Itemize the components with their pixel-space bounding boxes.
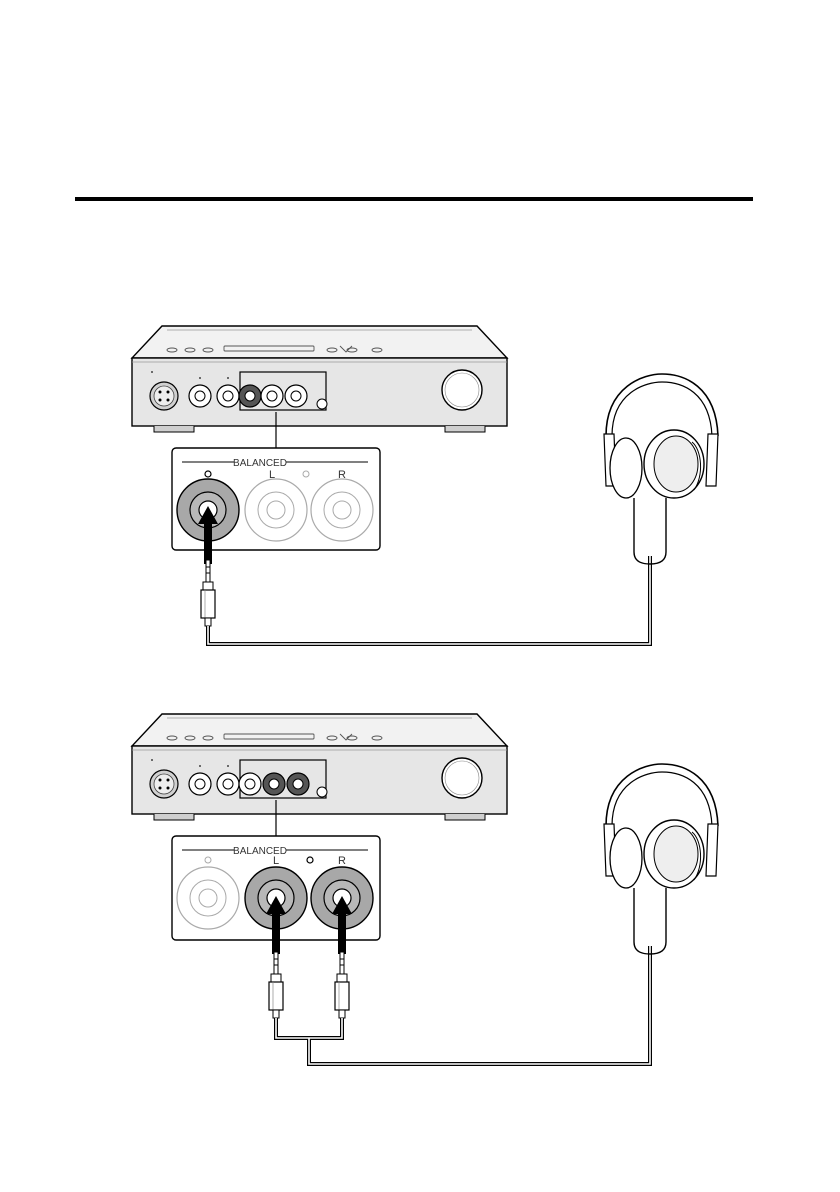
phone-plug-icon [269,952,283,1018]
jack-label-l: L [273,855,279,867]
headphones-icon [604,764,718,954]
diagram-dual-plug: BALANCED L R [132,714,718,1064]
headphones-icon [604,374,718,564]
amplifier-device-icon [132,326,507,432]
balanced-label: BALANCED [233,458,287,469]
jack-label-r: R [338,855,346,867]
phone-plug-icon [201,560,215,626]
balanced-panel: BALANCED L R [172,448,380,550]
phone-plug-icon [335,952,349,1018]
amplifier-device-icon [132,714,507,820]
diagram-single-plug: BALANCED L R [132,326,718,644]
